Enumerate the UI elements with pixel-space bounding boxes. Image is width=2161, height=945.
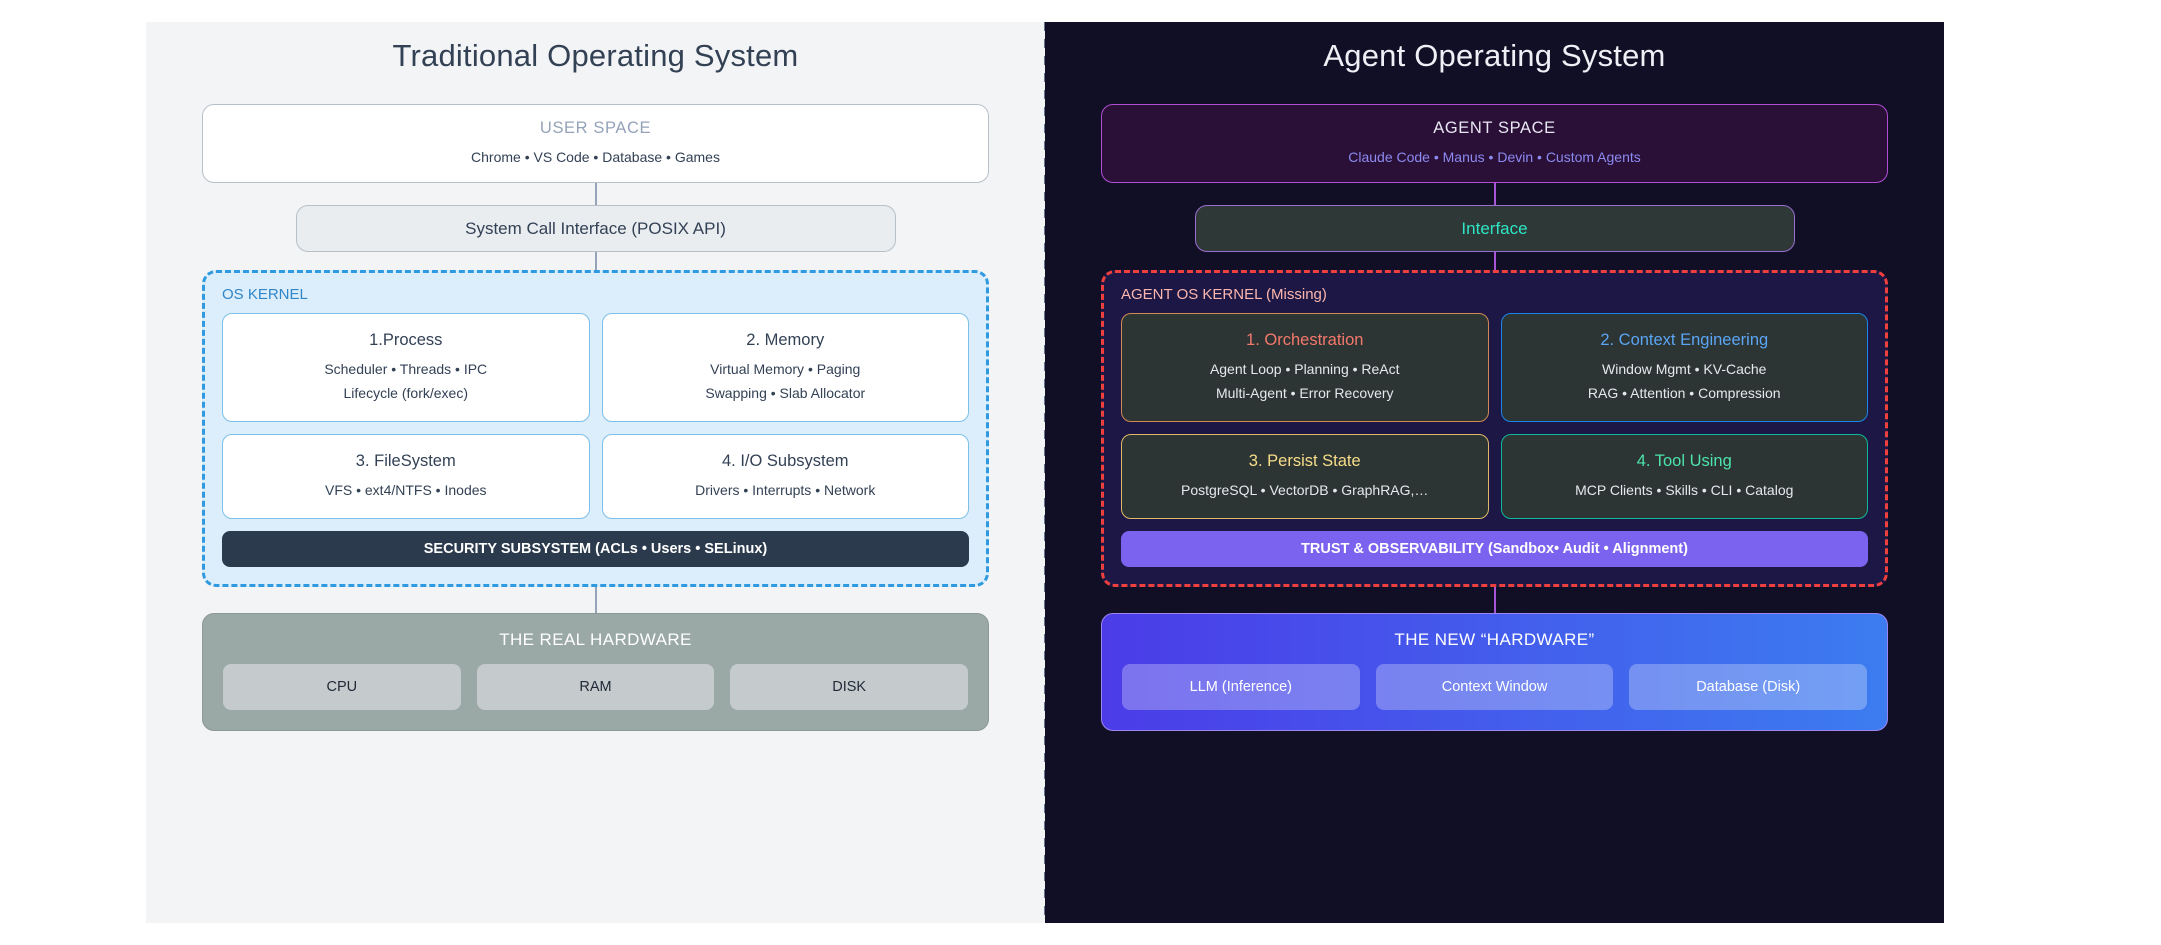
right-panel-title: Agent Operating System: [1323, 38, 1666, 73]
hardware-chip-llm[interactable]: LLM (Inference): [1122, 663, 1360, 710]
real-hardware-chips: CPU RAM DISK: [223, 663, 969, 710]
syscall-interface-box[interactable]: System Call Interface (POSIX API): [295, 205, 896, 252]
agent-card-tool-using[interactable]: 4. Tool Using MCP Clients • Skills • CLI…: [1500, 433, 1868, 519]
agent-kernel-container: AGENT OS KERNEL (Missing) 1. Orchestrati…: [1101, 270, 1888, 587]
interface-box[interactable]: Interface: [1194, 205, 1795, 252]
hardware-chip-cpu[interactable]: CPU: [223, 663, 461, 710]
agent-card-title: 3. Persist State: [1248, 451, 1361, 470]
agent-kernel-grid-top: 1. Orchestration Agent Loop • Planning •…: [1121, 313, 1868, 422]
user-space-subtitle: Chrome • VS Code • Database • Games: [471, 149, 720, 166]
user-space-box[interactable]: USER SPACE Chrome • VS Code • Database •…: [202, 104, 989, 183]
agent-card-line2: Multi-Agent • Error Recovery: [1215, 385, 1394, 402]
agent-card-title: 4. Tool Using: [1636, 451, 1732, 470]
connector-syscall-kernel: [594, 252, 597, 270]
agent-card-persist-state[interactable]: 3. Persist State PostgreSQL • VectorDB •…: [1121, 433, 1489, 519]
agent-card-title: 1. Orchestration: [1246, 331, 1364, 349]
agent-card-title: 2. Context Engineering: [1600, 331, 1769, 349]
hardware-chip-ram[interactable]: RAM: [476, 663, 715, 710]
agent-space-box[interactable]: AGENT SPACE Claude Code • Manus • Devin …: [1101, 104, 1888, 183]
kernel-card-line1: Scheduler • Threads • IPC: [324, 361, 488, 378]
hardware-chip-disk[interactable]: DISK: [730, 663, 969, 710]
connector-agentspace-interface: [1493, 183, 1496, 205]
os-kernel-grid-bottom: 3. FileSystem VFS • ext4/NTFS • Inodes 4…: [222, 433, 969, 519]
kernel-card-line2: Swapping • Slab Allocator: [705, 385, 866, 402]
security-subsystem-bar[interactable]: SECURITY SUBSYSTEM (ACLs • Users • SELin…: [222, 530, 969, 567]
left-panel-title: Traditional Operating System: [392, 38, 799, 73]
agent-card-context-engineering[interactable]: 2. Context Engineering Window Mgmt • KV-…: [1500, 313, 1868, 422]
kernel-card-title: 3. FileSystem: [355, 451, 456, 470]
agent-card-line2: RAG • Attention • Compression: [1587, 385, 1781, 402]
agent-card-line1: MCP Clients • Skills • CLI • Catalog: [1575, 482, 1794, 499]
agent-os-panel: Agent Operating System AGENT SPACE Claud…: [1045, 22, 1944, 923]
new-hardware-title: THE NEW “HARDWARE”: [1394, 629, 1595, 649]
agent-space-title: AGENT SPACE: [1433, 118, 1556, 137]
os-kernel-label: OS KERNEL: [222, 286, 308, 303]
kernel-card-process[interactable]: 1.Process Scheduler • Threads • IPC Life…: [222, 313, 590, 422]
new-hardware-chips: LLM (Inference) Context Window Database …: [1122, 663, 1868, 710]
agent-card-line1: PostgreSQL • VectorDB • GraphRAG,…: [1181, 482, 1429, 499]
connector-interface-kernel: [1493, 252, 1496, 270]
new-hardware-box: THE NEW “HARDWARE” LLM (Inference) Conte…: [1101, 612, 1888, 731]
hardware-chip-database[interactable]: Database (Disk): [1629, 663, 1868, 710]
connector-userspace-syscall: [594, 183, 597, 205]
os-kernel-grid-top: 1.Process Scheduler • Threads • IPC Life…: [222, 313, 969, 422]
connector-kernel-hardware: [594, 586, 597, 613]
agent-card-line1: Window Mgmt • KV-Cache: [1602, 361, 1767, 378]
kernel-card-line1: Virtual Memory • Paging: [710, 361, 861, 378]
kernel-card-filesystem[interactable]: 3. FileSystem VFS • ext4/NTFS • Inodes: [222, 433, 590, 519]
agent-card-line1: Agent Loop • Planning • ReAct: [1209, 361, 1400, 378]
kernel-card-title: 4. I/O Subsystem: [721, 451, 849, 470]
traditional-os-panel: Traditional Operating System USER SPACE …: [146, 22, 1045, 923]
kernel-card-title: 2. Memory: [746, 331, 825, 349]
kernel-card-line1: Drivers • Interrupts • Network: [695, 482, 876, 499]
connector-kernel-newhardware: [1493, 586, 1496, 613]
kernel-card-title: 1.Process: [369, 331, 443, 349]
real-hardware-title: THE REAL HARDWARE: [499, 629, 692, 649]
trust-observability-bar[interactable]: TRUST & OBSERVABILITY (Sandbox• Audit • …: [1121, 530, 1868, 567]
agent-card-orchestration[interactable]: 1. Orchestration Agent Loop • Planning •…: [1121, 313, 1489, 422]
kernel-card-memory[interactable]: 2. Memory Virtual Memory • Paging Swappi…: [601, 313, 969, 422]
kernel-card-io-subsystem[interactable]: 4. I/O Subsystem Drivers • Interrupts • …: [601, 433, 969, 519]
agent-kernel-grid-bottom: 3. Persist State PostgreSQL • VectorDB •…: [1121, 433, 1868, 519]
agent-kernel-label: AGENT OS KERNEL (Missing): [1121, 286, 1327, 303]
user-space-title: USER SPACE: [539, 118, 652, 137]
agent-space-subtitle: Claude Code • Manus • Devin • Custom Age…: [1348, 149, 1641, 166]
hardware-chip-context-window[interactable]: Context Window: [1375, 663, 1614, 710]
os-kernel-container: OS KERNEL 1.Process Scheduler • Threads …: [202, 270, 989, 587]
real-hardware-box: THE REAL HARDWARE CPU RAM DISK: [202, 612, 989, 731]
kernel-card-line1: VFS • ext4/NTFS • Inodes: [324, 482, 487, 499]
kernel-card-line2: Lifecycle (fork/exec): [343, 385, 468, 402]
